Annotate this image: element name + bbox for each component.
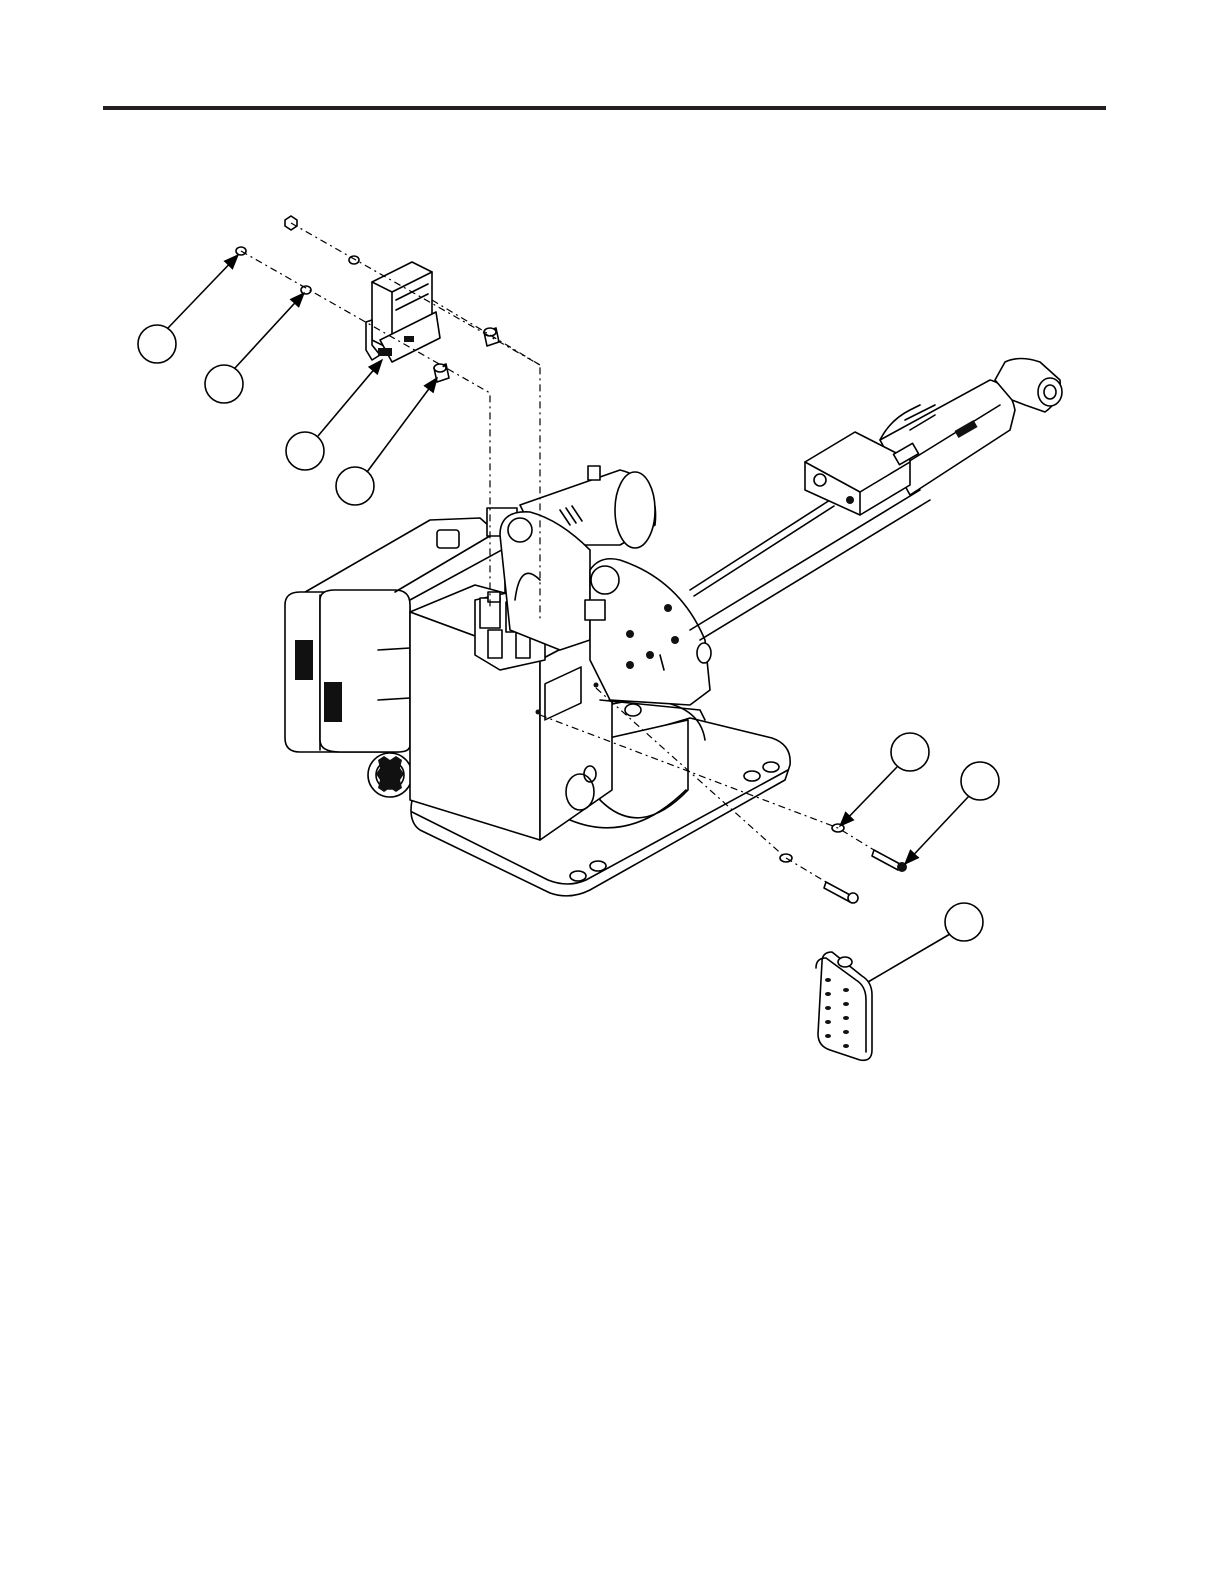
- hardware-spacer: [434, 328, 499, 382]
- hardware-nut-upper: [236, 216, 297, 255]
- hardware-washer-lower: [780, 824, 844, 862]
- gear-motor: [368, 753, 412, 797]
- control-module: [366, 262, 440, 362]
- callout-3: [286, 360, 382, 470]
- hydraulic-cylinder: [690, 359, 1062, 641]
- callout-5: [840, 733, 929, 826]
- callout-7: [868, 903, 983, 982]
- callout-1: [138, 255, 238, 363]
- hardware-washer-upper: [301, 256, 359, 294]
- callout-2: [205, 293, 304, 403]
- remote-pendant: [816, 952, 872, 1060]
- hardware-bolt: [824, 850, 907, 903]
- callout-6: [905, 762, 999, 864]
